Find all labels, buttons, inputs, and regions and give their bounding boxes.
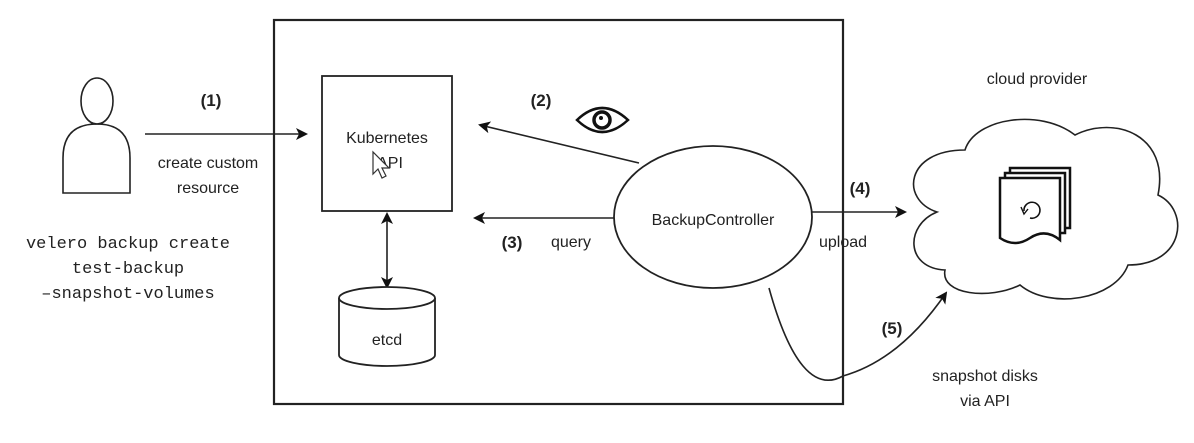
step-5-label-line-1: snapshot disks [932, 368, 1038, 385]
user-icon [62, 77, 131, 194]
cloud-provider-title: cloud provider [987, 71, 1088, 88]
backup-controller-node [613, 145, 813, 289]
step-2-number: (2) [531, 91, 552, 110]
eye-icon [575, 106, 630, 134]
step-2-arrow [478, 121, 640, 164]
velero-command-line-3: –snapshot-volumes [41, 285, 214, 304]
etcd-database-icon [338, 286, 436, 367]
mouse-cursor-icon [372, 150, 391, 179]
kubernetes-api-box [321, 75, 453, 212]
step-3-label: query [551, 234, 591, 251]
step-3-number: (3) [502, 233, 523, 252]
velero-command-line-1: velero backup create [26, 235, 230, 254]
step-1-label-line-2: resource [177, 180, 239, 197]
etcd-label: etcd [372, 332, 402, 349]
snapshot-stack-icon [998, 166, 1072, 245]
step-5-label-line-2: via API [960, 393, 1010, 410]
step-4-number: (4) [850, 179, 871, 198]
velero-command-line-2: test-backup [72, 260, 184, 279]
step-1-label-line-1: create custom [158, 155, 258, 172]
kubernetes-api-label-line-1: Kubernetes [346, 130, 428, 147]
backup-controller-label: BackupController [652, 212, 775, 229]
step-4-label: upload [819, 234, 867, 251]
step-5-arrow [768, 287, 948, 381]
step-5-number: (5) [882, 319, 903, 338]
step-1-number: (1) [201, 91, 222, 110]
